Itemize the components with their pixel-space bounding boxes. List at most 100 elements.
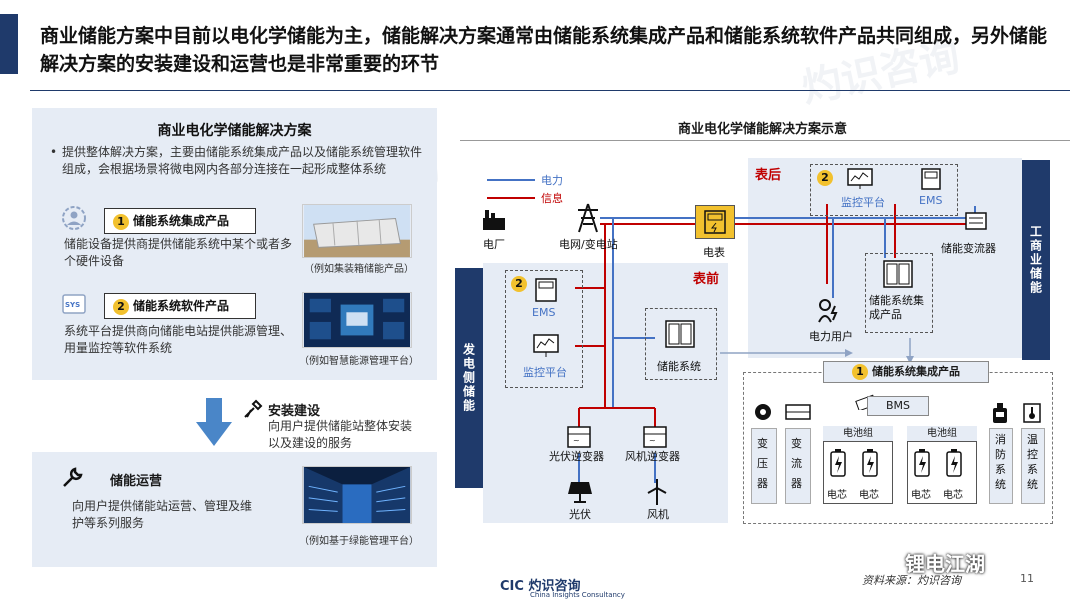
sys-icon-text: SYS [65, 301, 80, 309]
install-title: 安装建设 [268, 404, 321, 419]
converter-icon [965, 212, 987, 230]
meter-box [695, 205, 735, 239]
cell-label-3: 电芯 [911, 490, 931, 501]
sys-icon: SYS [62, 294, 86, 314]
panel-title: 商业电化学储能解决方案 [157, 123, 312, 139]
behind-meter-label: 表后 [755, 168, 782, 183]
side-label-ci: 工商业储能 [1022, 160, 1050, 360]
footer-logo: CIC 灼识咨询 [500, 579, 581, 594]
item1-label: 储能系统集成产品 [133, 214, 230, 228]
transformer-icon [755, 404, 771, 420]
operation-panel: 储能运营 向用户提供储能站运营、管理及维护等系列服务 （例如基于绿能管理平台） [32, 452, 437, 567]
energy-platform-image [302, 292, 412, 348]
pv-inverter-icon: ~ [567, 426, 591, 448]
bms-box: BMS [867, 396, 929, 416]
ems-label-behind: EMS [919, 194, 943, 207]
pcs-label: 变流器 [791, 437, 802, 490]
item1-number-badge: 1 [113, 214, 129, 230]
wind-inverter-icon: ~ [643, 426, 667, 448]
pv-inverter-label: 光伏逆变器 [549, 450, 604, 463]
item1-caption: （例如集装箱储能产品） [304, 264, 414, 275]
power-user-icon [818, 299, 838, 323]
legend-info: 信息 [541, 192, 563, 205]
pcs-icon [785, 404, 811, 420]
transmission-tower-icon [578, 203, 598, 233]
meter-icon [704, 210, 726, 234]
converter-label: 储能变流器 [941, 242, 996, 255]
item1-description: 储能设备提供商提供储能系统中某个或者多个硬件设备 [64, 237, 293, 268]
thermal-control-icon [1023, 403, 1041, 423]
diagram-lines [487, 179, 976, 483]
battery-pack-2-header: 电池组 [907, 426, 977, 442]
diagram-frame [460, 140, 1070, 141]
container-storage-image [302, 204, 412, 258]
pcs-tile [785, 428, 811, 504]
fire-label: 消防系统 [995, 433, 1006, 491]
power-plant-icon [483, 210, 505, 230]
title-accent-bar [0, 14, 18, 74]
legend-power: 电力 [541, 174, 563, 187]
install-description: 向用户提供储能站整体安装以及建设的服务 [268, 419, 413, 450]
operation-description: 向用户提供储能站运营、管理及维护等系列服务 [72, 499, 253, 530]
integration-title: 储能系统集成产品 [872, 365, 960, 378]
item2-number-badge: 2 [113, 299, 129, 315]
storage-product-box [865, 253, 933, 333]
side-label-generation: 发电侧储能 [455, 268, 483, 488]
server-room-image [302, 466, 412, 524]
transformer-tile [751, 428, 777, 504]
source-note: 资料来源：灼识咨询 [862, 574, 961, 587]
item2-description: 系统平台提供商向储能电站提供能源管理、用量监控等软件系统 [64, 324, 293, 355]
down-arrow-icon [196, 398, 232, 446]
svg-text:~: ~ [573, 436, 580, 445]
power-user-label: 电力用户 [809, 330, 853, 343]
overview-bullet: 提供整体解决方案，主要由储能系统集成产品以及储能系统管理软件组成，会根据场景将微… [50, 144, 422, 178]
transformer-label: 变压器 [757, 437, 768, 490]
cell-label-2: 电芯 [859, 490, 879, 501]
fire-protection-icon [993, 403, 1007, 423]
battery-pack-1-header: 电池组 [823, 426, 893, 442]
battery-cells [830, 449, 962, 477]
bms-label: BMS [885, 399, 911, 412]
page-title: 商业储能方案中目前以电化学储能为主，储能解决方案通常由储能系统集成产品和储能系统… [40, 25, 1048, 75]
solution-panel: 商业电化学储能解决方案 提供整体解决方案，主要由储能系统集成产品以及储能系统管理… [32, 108, 437, 380]
solution-diagram: 商业电化学储能解决方案示意 发电侧储能 工商业储能 [455, 108, 1070, 568]
storage-cabinet-icon [883, 260, 913, 288]
monitor-front-icon [533, 334, 559, 357]
storage-product-label: 储能系统集成产品 [869, 294, 924, 321]
meter-label: 电表 [703, 246, 725, 259]
operation-title: 储能运营 [110, 474, 163, 489]
thermal-label: 温控系统 [1027, 433, 1038, 491]
operation-caption: （例如基于绿能管理平台） [299, 536, 419, 547]
item2-label-box: 2 储能系统软件产品 [104, 293, 256, 319]
svg-text:~: ~ [649, 436, 656, 445]
ems-front-icon [535, 278, 557, 302]
thermal-tile [1021, 428, 1045, 504]
item2-label: 储能系统软件产品 [133, 299, 230, 313]
ems-label-front: EMS [532, 306, 556, 319]
gear-user-icon [62, 206, 86, 230]
wind-turbine-icon [647, 479, 667, 505]
install-tools-icon [244, 399, 263, 418]
diagram-title: 商业电化学储能解决方案示意 [677, 122, 847, 137]
solar-panel-icon [568, 482, 592, 503]
footer-logo-subtitle: China Insights Consultancy [530, 591, 625, 599]
wind-label: 风机 [647, 508, 669, 521]
monitor-label-behind: 监控平台 [841, 196, 885, 209]
item1-label-box: 1 储能系统集成产品 [104, 208, 256, 234]
badge-2-behind: 2 [817, 170, 833, 186]
badge-2-front: 2 [511, 276, 527, 292]
title-divider [30, 90, 1070, 91]
page-number: 11 [1020, 572, 1034, 585]
badge-1-integration: 1 [852, 364, 868, 380]
wechat-watermark: 锂电江湖 [905, 552, 985, 576]
cell-label-1: 电芯 [827, 490, 847, 501]
wrench-icon [63, 467, 83, 487]
cell-label-4: 电芯 [943, 490, 963, 501]
wind-inverter-label: 风机逆变器 [625, 450, 680, 463]
battery-pack-2-label: 电池组 [927, 428, 957, 439]
storage-system-icon [665, 320, 695, 348]
storage-system-label: 储能系统 [657, 360, 701, 373]
ems-icon [921, 168, 941, 190]
software-box-front [505, 270, 583, 388]
monitor-icon [847, 168, 873, 189]
